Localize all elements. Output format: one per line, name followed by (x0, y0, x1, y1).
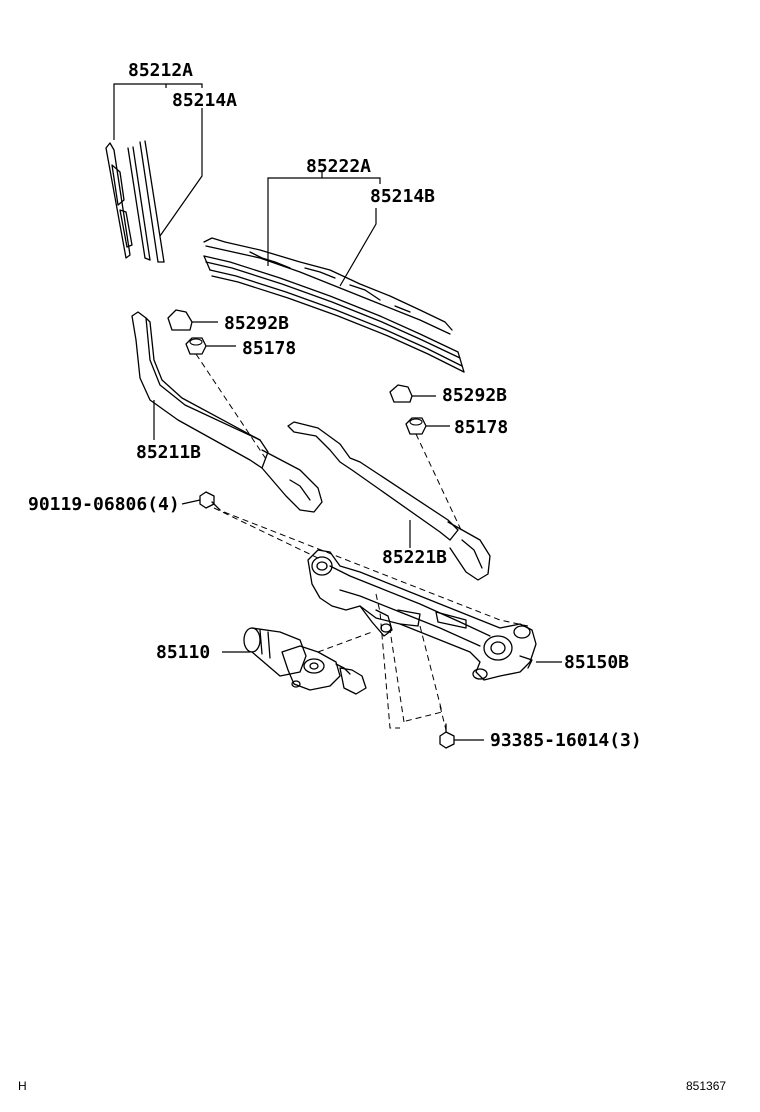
label-85211B: 85211B (136, 442, 201, 463)
label-85292B-right: 85292B (442, 385, 507, 406)
label-90119: 90119-06806(4) (28, 494, 180, 515)
label-85178-left: 85178 (242, 338, 296, 359)
nut-85178-right (405, 417, 427, 435)
label-85214A: 85214A (172, 90, 237, 111)
nut-85178-left (185, 337, 207, 355)
leader-lines (113, 83, 562, 741)
label-85212A: 85212A (128, 60, 193, 81)
cap-85292B-left (167, 309, 193, 331)
bolt-90119 (199, 491, 221, 511)
label-85292B-left: 85292B (224, 313, 289, 334)
corner-code-left: H (18, 1079, 27, 1093)
left-wiper-blade (105, 140, 165, 263)
label-85221B: 85221B (382, 547, 447, 568)
left-wiper-arm (131, 311, 323, 513)
label-85214B: 85214B (370, 186, 435, 207)
diagram-number: 851367 (686, 1079, 726, 1093)
label-93385: 93385-16014(3) (490, 730, 642, 751)
wiper-motor (243, 627, 367, 695)
wiper-link-assembly (307, 549, 537, 681)
bolt-93385 (439, 723, 455, 749)
label-85110: 85110 (156, 642, 210, 663)
assembly-dashed-lines (195, 353, 529, 731)
cap-85292B-right (389, 384, 413, 403)
label-85178-right: 85178 (454, 417, 508, 438)
part-labels: 85212A 85214A 85222A 85214B 85292B 85178… (28, 60, 642, 751)
label-85222A: 85222A (306, 156, 371, 177)
label-85150B: 85150B (564, 652, 629, 673)
right-wiper-arm (287, 421, 491, 581)
